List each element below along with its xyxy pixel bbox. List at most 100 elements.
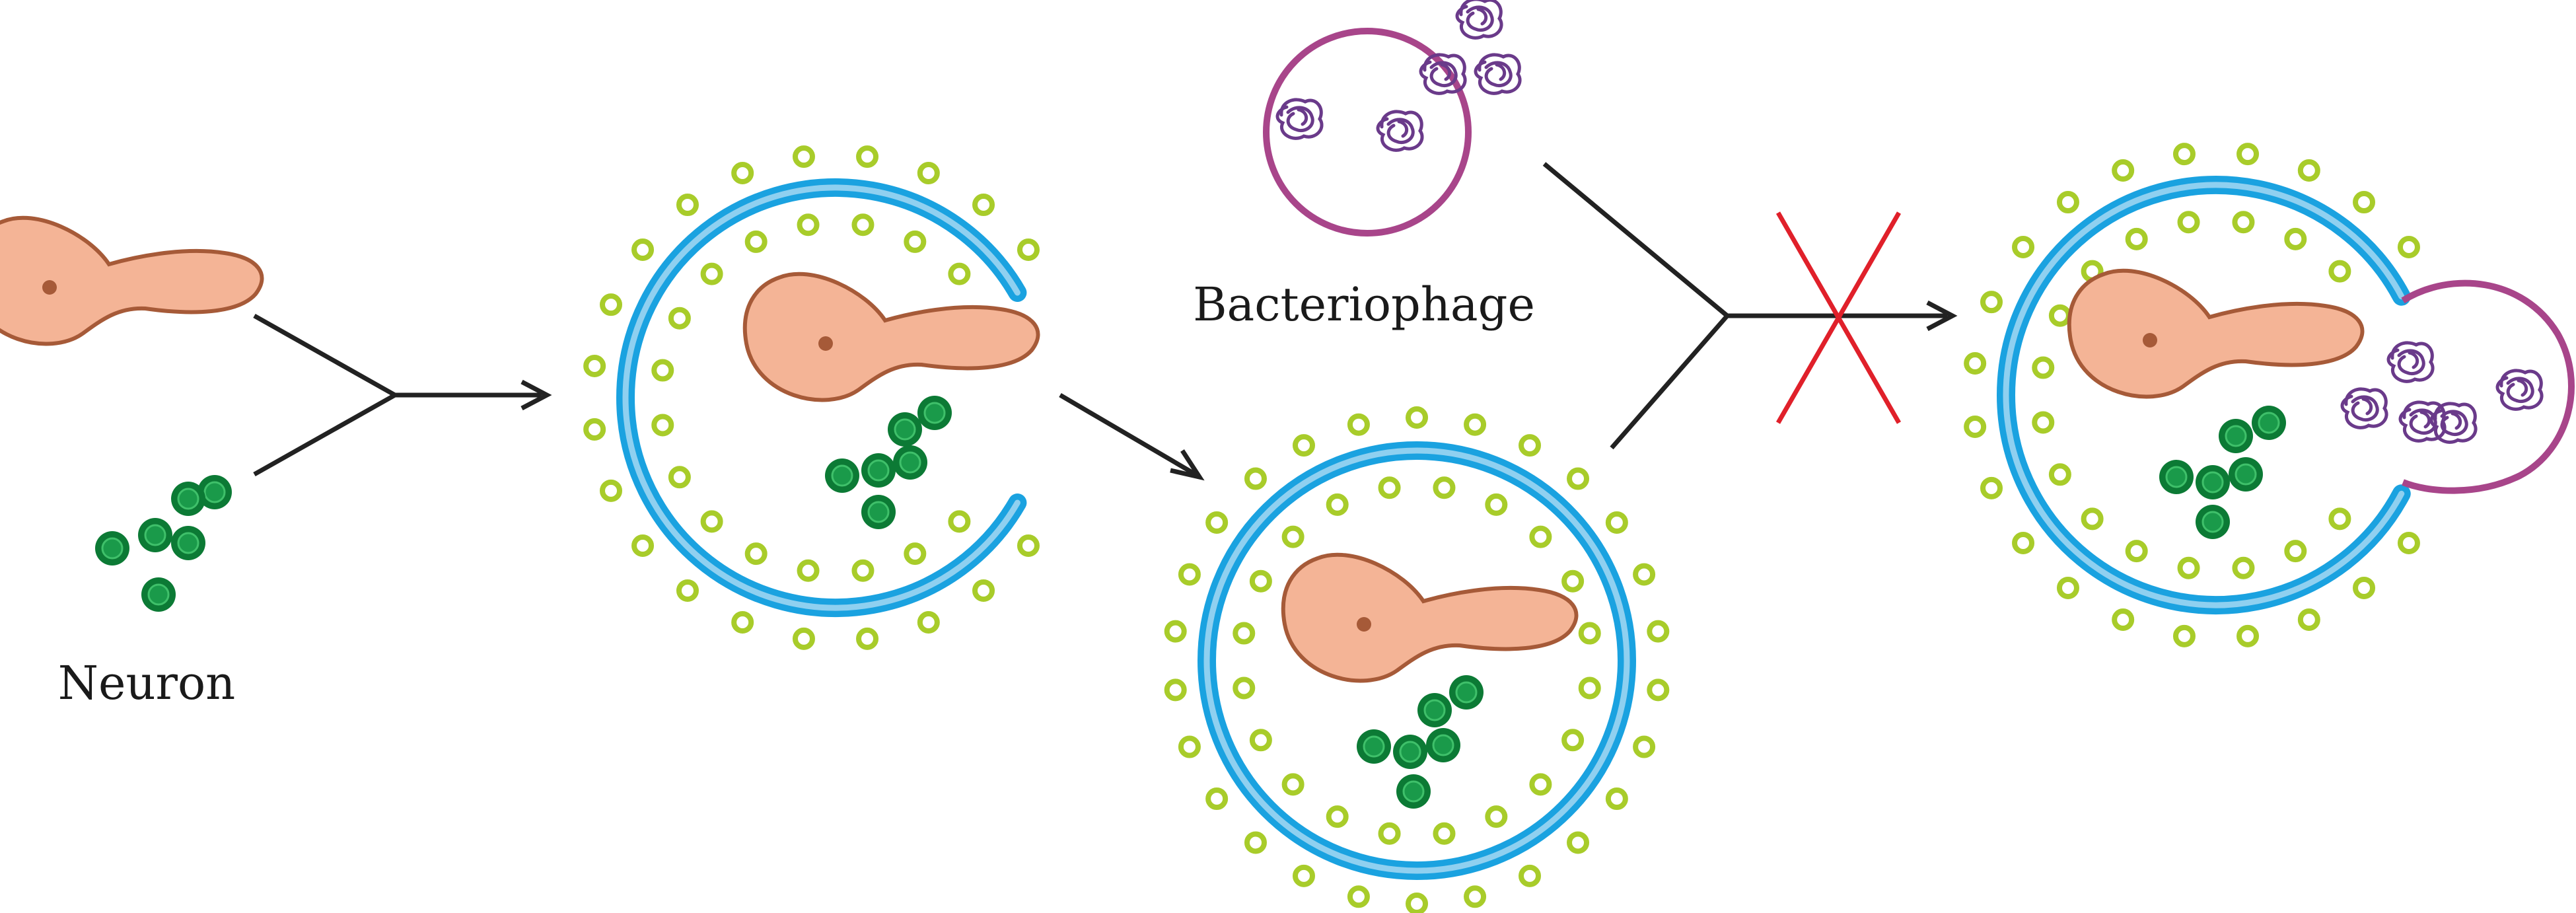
surface-dot-icon <box>2172 624 2196 647</box>
surface-dot-icon <box>1326 805 1349 828</box>
green-particle-icon <box>197 475 232 509</box>
surface-dot-icon <box>1633 563 1656 586</box>
surface-dot-icon <box>1205 511 1229 534</box>
surface-dot-icon <box>2056 191 2079 214</box>
surface-dot-icon <box>1578 622 1601 645</box>
surface-dot-icon <box>1164 678 1187 702</box>
surface-dot-icon <box>2328 260 2351 283</box>
green-particle-cluster-icon <box>1357 675 1484 809</box>
surface-dot-icon <box>856 145 879 168</box>
surface-dot-icon <box>2232 556 2255 579</box>
surface-dot-icon <box>792 145 815 168</box>
surface-dot-icon <box>972 194 995 217</box>
phage-membrane-bulge-icon <box>2401 279 2575 494</box>
neuron-cell-icon <box>1283 555 1577 681</box>
green-particle-icon <box>888 412 922 447</box>
surface-dot-icon <box>1964 416 1987 439</box>
bacteriophage-icon <box>1378 112 1422 150</box>
surface-dot-icon <box>1485 805 1508 828</box>
surface-dot-icon <box>1249 729 1272 752</box>
surface-dot-icon <box>2236 143 2260 166</box>
bacteriophage-icon <box>2497 371 2542 409</box>
surface-dot-icon <box>797 213 820 237</box>
surface-dot-icon <box>851 559 875 582</box>
surface-dot-icon <box>1292 434 1315 457</box>
green-particle-icon <box>1449 675 1484 710</box>
surface-dot-icon <box>1567 831 1590 854</box>
bacteriophage-icon <box>1277 100 1322 138</box>
green-particle-icon <box>141 577 176 612</box>
surface-dot-icon <box>2353 576 2376 599</box>
surface-dot-icon <box>731 162 754 185</box>
open-membrane-vesicle-icon <box>616 178 1027 617</box>
green-particle-icon <box>2252 406 2286 440</box>
neuron-label: Neuron <box>58 656 235 710</box>
bacteriophage-particle-icon <box>2342 343 2542 442</box>
outer-surface-dots <box>1964 143 2420 647</box>
surface-dot-icon <box>1281 773 1305 796</box>
surface-dot-icon <box>1485 493 1508 516</box>
surface-dot-icon <box>2397 235 2420 258</box>
surface-dot-icon <box>1244 467 1267 490</box>
surface-dot-icon <box>972 579 995 602</box>
surface-dot-icon <box>1578 676 1601 700</box>
stage-4-fused-vesicle <box>1964 143 2575 647</box>
surface-dot-icon <box>2012 532 2035 555</box>
surface-dot-icon <box>1378 822 1401 845</box>
surface-dot-icon <box>792 627 815 650</box>
surface-dot-icon <box>2032 356 2055 379</box>
surface-dot-icon <box>1464 413 1487 436</box>
surface-dot-icon <box>856 627 879 650</box>
inner-surface-dots <box>2032 211 2351 579</box>
surface-dot-icon <box>2056 576 2079 599</box>
inner-surface-dots <box>651 213 971 582</box>
surface-dot-icon <box>651 359 674 382</box>
bacteriophage-icon <box>1476 55 1520 93</box>
green-particle-icon <box>2196 505 2230 539</box>
surface-dot-icon <box>1281 525 1305 548</box>
blocked-cross-icon <box>1775 211 1902 424</box>
green-particle-icon <box>917 396 952 430</box>
closed-membrane-vesicle-icon <box>1197 441 1636 880</box>
surface-dot-icon <box>1378 476 1401 499</box>
surface-dot-icon <box>1249 569 1272 593</box>
surface-dot-icon <box>2032 411 2055 434</box>
surface-dot-icon <box>1164 620 1187 643</box>
surface-dot-icon <box>651 414 674 437</box>
surface-dot-icon <box>1433 822 1456 845</box>
surface-dot-icon <box>1244 831 1267 854</box>
green-particle-icon <box>825 458 859 493</box>
green-particle-icon <box>861 495 896 529</box>
fused-membrane-vesicle-icon <box>1997 176 2411 614</box>
neuron-cell-icon <box>2069 271 2363 397</box>
surface-dot-icon <box>2353 191 2376 214</box>
surface-dot-icon <box>1178 563 1201 586</box>
green-particle-icon <box>1417 693 1452 727</box>
surface-dot-icon <box>676 194 699 217</box>
surface-dot-icon <box>2232 211 2255 234</box>
outer-surface-dots <box>583 145 1040 650</box>
surface-dot-icon <box>2012 235 2035 258</box>
green-particle-icon <box>2159 460 2194 494</box>
outer-surface-dots <box>1164 406 1670 913</box>
surface-dot-icon <box>583 354 606 377</box>
green-particle-icon <box>2229 457 2263 492</box>
surface-dot-icon <box>1233 622 1256 645</box>
surface-dot-icon <box>1567 467 1590 490</box>
surface-dot-icon <box>2172 143 2196 166</box>
surface-dot-icon <box>1519 434 1542 457</box>
surface-dot-icon <box>1605 787 1628 811</box>
green-particle-icon <box>1357 729 1391 764</box>
surface-dot-icon <box>1964 351 1987 375</box>
surface-dot-icon <box>1433 476 1456 499</box>
surface-dot-icon <box>600 479 623 502</box>
neuron-cell-icon <box>745 274 1038 400</box>
surface-dot-icon <box>2081 507 2104 530</box>
stage-2-forming-vesicle <box>583 145 1040 650</box>
surface-dot-icon <box>2048 304 2071 327</box>
surface-dot-icon <box>904 230 927 253</box>
surface-dot-icon <box>631 238 655 261</box>
green-particle-icon <box>171 482 205 516</box>
green-particle-icon <box>2196 465 2230 499</box>
